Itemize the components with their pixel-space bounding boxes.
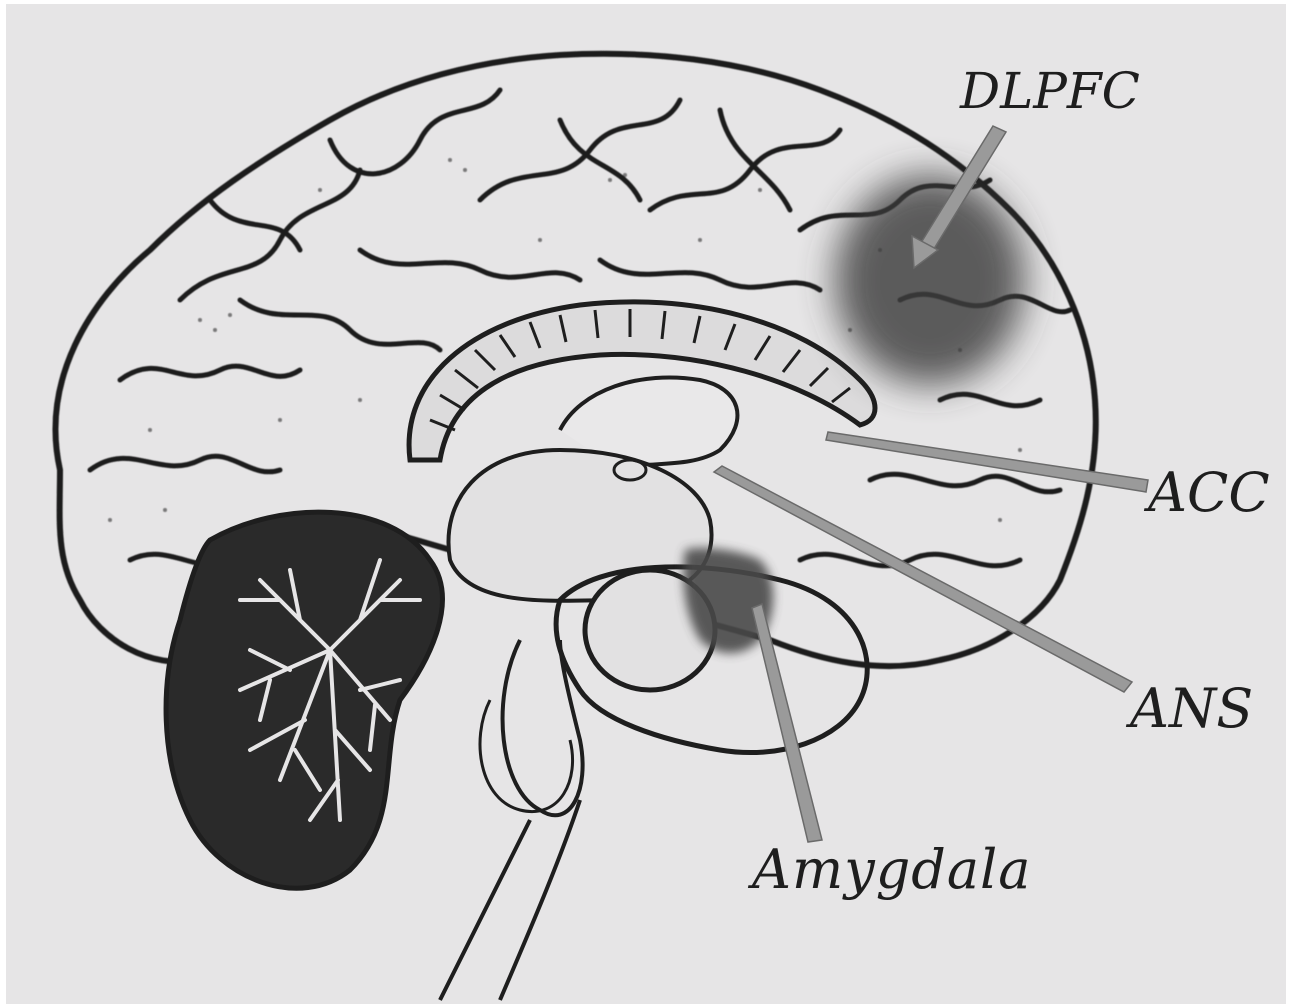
- label-dlpfc: DLPFC: [960, 66, 1140, 116]
- label-ans: ANS: [1130, 682, 1253, 736]
- corpus-callosum: [409, 302, 875, 470]
- label-acc: ACC: [1148, 466, 1270, 520]
- amygdala-pointer: [752, 604, 822, 842]
- pituitary: [480, 700, 573, 812]
- acc-pointer: [826, 432, 1148, 492]
- brainstem: [440, 570, 715, 1000]
- dlpfc-highlight: [835, 175, 1025, 385]
- medulla: [503, 640, 583, 815]
- cerebellum-outline: [166, 512, 442, 888]
- cerebellum: [166, 512, 442, 888]
- spinal-cord: [440, 800, 580, 1000]
- label-amygdala: Amygdala: [752, 843, 1032, 897]
